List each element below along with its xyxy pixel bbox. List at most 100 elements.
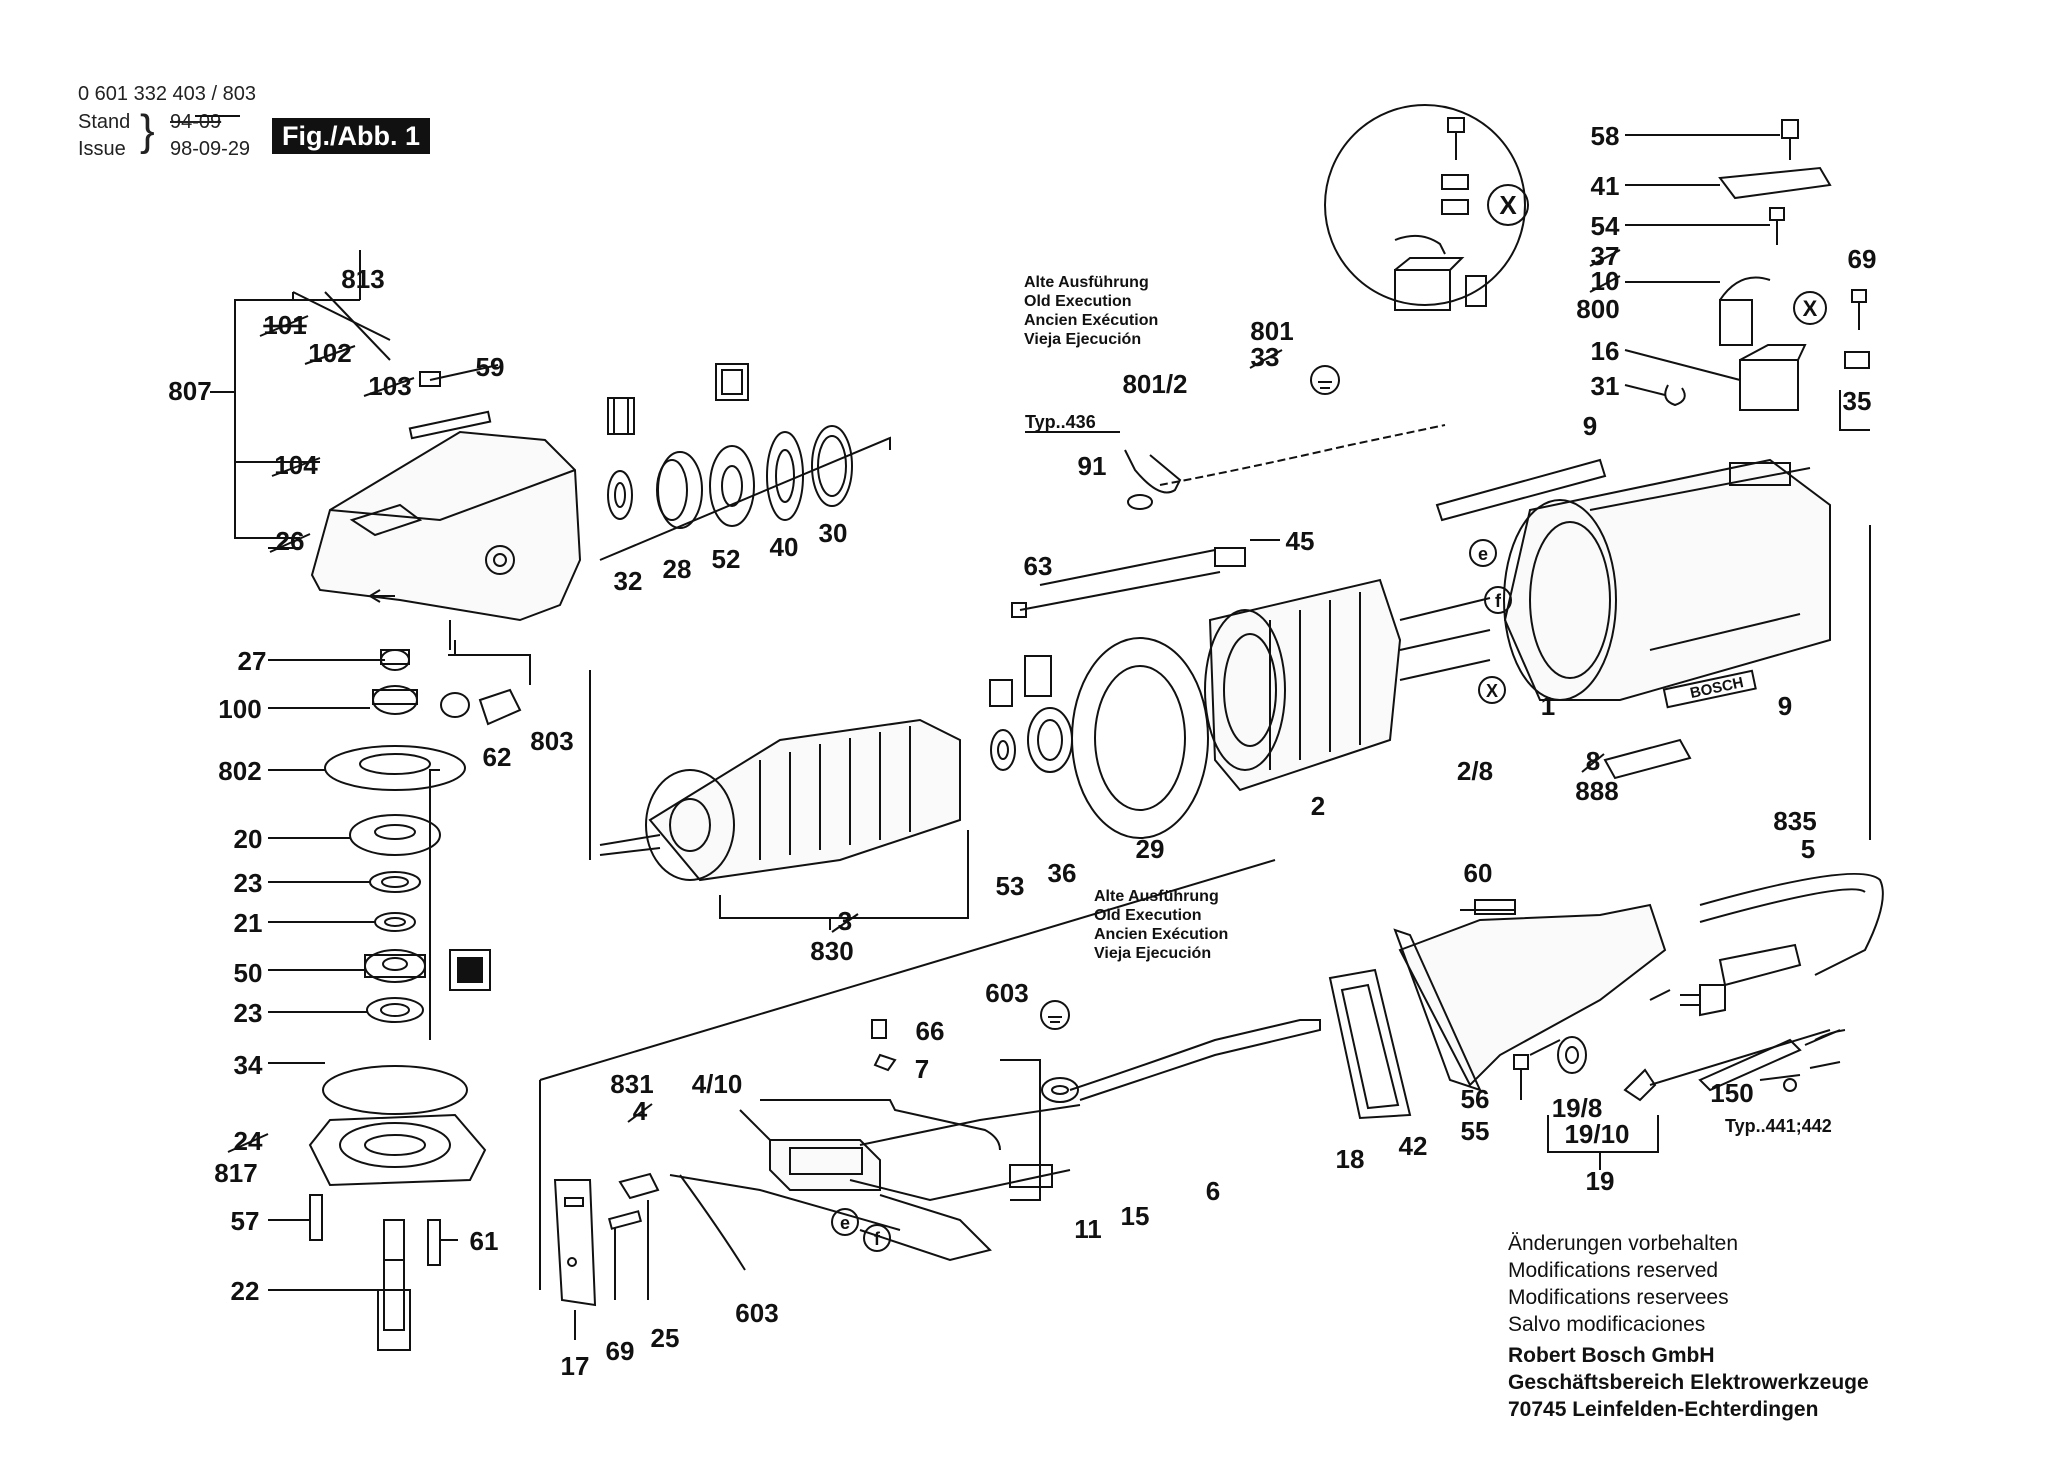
issue-label: Issue	[78, 138, 126, 160]
brace: }	[140, 106, 155, 155]
callout-69b: 69	[606, 1336, 635, 1366]
note-de: Änderungen vorbehalten	[1508, 1232, 1739, 1255]
old-exec-de: Alte Ausführung	[1024, 274, 1149, 291]
callout-603a: 603	[985, 978, 1028, 1008]
strike-marks	[195, 115, 1621, 1153]
old-exec-es: Vieja Ejecución	[1094, 945, 1212, 962]
callout-23a: 23	[234, 868, 263, 898]
callout-19-8: 19/8	[1552, 1093, 1603, 1123]
callout-24: 24	[234, 1126, 263, 1156]
company-city: 70745 Leinfelden-Echterdingen	[1508, 1398, 1819, 1421]
callout-29: 29	[1136, 834, 1165, 864]
callout-603b: 603	[735, 1298, 778, 1328]
callout-53: 53	[996, 871, 1025, 901]
callout-57: 57	[231, 1206, 260, 1236]
company-name: Robert Bosch GmbH	[1508, 1344, 1715, 1367]
callout-58: 58	[1591, 121, 1620, 151]
cable-clamp-parts	[539, 859, 1276, 1340]
leader-lines	[268, 134, 1780, 1291]
callout-104: 104	[274, 450, 318, 480]
motor-housing-part	[1435, 458, 1871, 840]
note-es: Salvo modificaciones	[1508, 1313, 1706, 1336]
circled-symbols	[831, 184, 1827, 1252]
symbol-e-1: e	[1478, 544, 1488, 564]
callout-803: 803	[530, 726, 573, 756]
callout-45: 45	[1286, 526, 1315, 556]
callout-10: 10	[1591, 266, 1620, 296]
callout-61: 61	[470, 1226, 499, 1256]
callout-6: 6	[1206, 1176, 1220, 1206]
callout-2: 2	[1311, 791, 1325, 821]
callout-41: 41	[1591, 171, 1620, 201]
callout-4-10: 4/10	[692, 1069, 743, 1099]
callout-7: 7	[915, 1054, 929, 1084]
callout-33: 33	[1251, 342, 1280, 372]
stand-label: Stand	[78, 111, 131, 133]
symbol-e-2: e	[840, 1213, 850, 1233]
switch-wiring-part	[669, 1019, 1321, 1271]
old-execution-note-1: Alte Ausführung Old Execution Ancien Exé…	[1024, 273, 1158, 349]
callout-37: 37	[1591, 241, 1620, 271]
symbol-x-3: X	[1486, 681, 1498, 701]
callout-34: 34	[234, 1050, 263, 1080]
callout-1: 1	[1541, 691, 1555, 721]
callout-150: 150	[1710, 1078, 1753, 1108]
note-fr: Modifications reservees	[1508, 1286, 1729, 1309]
figure-label: Fig./Abb. 1	[272, 118, 430, 154]
bearing-set-top	[599, 363, 891, 561]
type-label-441: Typ..441;442	[1725, 1116, 1832, 1136]
callout-20: 20	[234, 824, 263, 854]
callout-9b: 9	[1778, 691, 1792, 721]
symbol-f-2: f	[874, 1229, 881, 1249]
callout-9a: 9	[1583, 411, 1597, 441]
old-exec-fr: Ancien Exécution	[1094, 926, 1229, 943]
callout-56: 56	[1461, 1084, 1490, 1114]
callout-831: 831	[610, 1069, 653, 1099]
callout-15: 15	[1121, 1201, 1150, 1231]
callout-69a: 69	[1848, 244, 1877, 274]
callout-59: 59	[476, 352, 505, 382]
callout-830: 830	[810, 936, 853, 966]
callout-11: 11	[1074, 1214, 1102, 1244]
callout-91: 91	[1078, 451, 1107, 481]
armature-part	[589, 655, 1073, 930]
callout-26: 26	[276, 526, 305, 556]
callout-16: 16	[1591, 336, 1620, 366]
callout-100: 100	[218, 694, 261, 724]
callout-30: 30	[819, 518, 848, 548]
note-en: Modifications reserved	[1508, 1259, 1719, 1282]
callout-66: 66	[916, 1016, 945, 1046]
callout-23b: 23	[234, 998, 263, 1028]
power-cord-part	[1649, 1029, 1846, 1092]
callout-802: 802	[218, 756, 261, 786]
callout-52: 52	[712, 544, 741, 574]
symbol-f-1: f	[1495, 591, 1502, 611]
old-exec-en: Old Execution	[1024, 293, 1132, 310]
callout-102: 102	[308, 338, 351, 368]
symbol-x-2: X	[1803, 296, 1818, 321]
callout-63: 63	[1024, 551, 1053, 581]
callout-800: 800	[1576, 294, 1619, 324]
company-address: Robert Bosch GmbH Geschäftsbereich Elekt…	[1508, 1342, 1869, 1423]
symbol-x-1: X	[1499, 190, 1517, 220]
callout-18: 18	[1336, 1144, 1365, 1174]
callout-19-10: 19/10	[1564, 1119, 1629, 1149]
callout-27: 27	[238, 646, 267, 676]
modification-notes: Änderungen vorbehalten Modifications res…	[1508, 1230, 1738, 1338]
callout-40: 40	[770, 532, 799, 562]
old-exec-es: Vieja Ejecución	[1024, 331, 1142, 348]
company-division: Geschäftsbereich Elektrowerkzeuge	[1508, 1371, 1869, 1394]
callout-2-8: 2/8	[1457, 756, 1493, 786]
callout-31: 31	[1591, 371, 1620, 401]
brush-holder-parts	[1324, 104, 1870, 431]
callout-42: 42	[1399, 1131, 1428, 1161]
callout-8a: 8	[1586, 746, 1600, 776]
old-exec-fr: Ancien Exécution	[1024, 312, 1159, 329]
left-column-parts	[308, 620, 531, 1351]
callout-25: 25	[651, 1323, 680, 1353]
callout-36: 36	[1048, 858, 1077, 888]
callout-54: 54	[1591, 211, 1620, 241]
stator-part	[1011, 547, 1491, 839]
gear-housing-part	[310, 364, 582, 622]
callout-35: 35	[1843, 386, 1872, 416]
